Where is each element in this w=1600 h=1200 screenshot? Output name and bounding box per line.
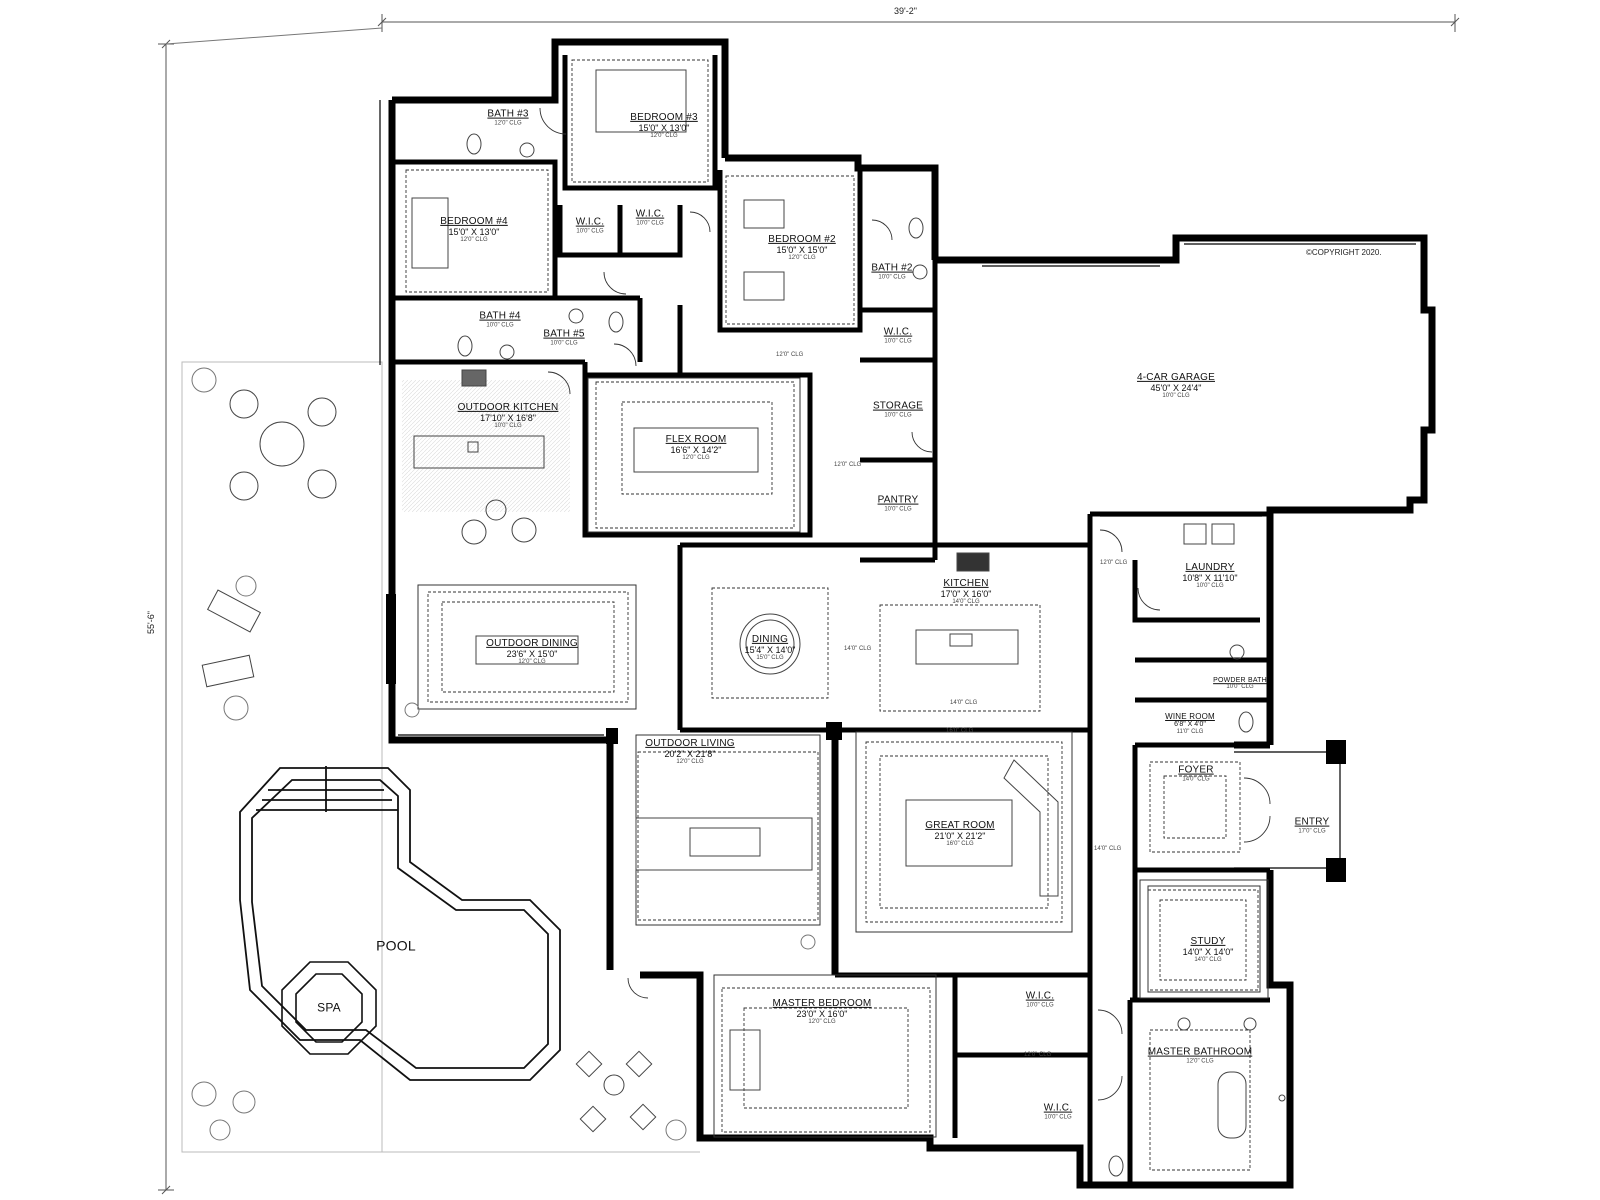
dimension-lines <box>158 14 1460 1195</box>
overall-depth-dimension: 55'-6" <box>146 611 156 634</box>
copyright-text: ©COPYRIGHT 2020. <box>1306 248 1382 257</box>
plant-symbols <box>191 367 816 1141</box>
room-label-pool: POOL <box>376 937 416 954</box>
spa-outline <box>281 961 377 1055</box>
interior-walls <box>392 55 1270 1185</box>
ceiling-note-hall-upper: 12'0" CLG <box>776 352 804 358</box>
room-label-wic3: W.I.C.10'0" CLG <box>883 326 913 345</box>
pool-outline <box>239 766 561 1081</box>
furniture <box>201 69 1286 1177</box>
tray-ceilings <box>405 59 1259 1171</box>
ceiling-note-great-upper: 16'0" CLG <box>946 728 974 734</box>
door-swings <box>539 107 1271 1101</box>
room-label-wic2: W.I.C.10'0" CLG <box>635 208 665 227</box>
ceiling-note-hall-dining: 14'0" CLG <box>844 646 872 652</box>
ceiling-note-hall-laundry: 12'0" CLG <box>1100 560 1128 566</box>
ceiling-note-hall-gallery: 14'0" CLG <box>1094 846 1122 852</box>
ceiling-note-kitchen-lower: 14'0" CLG <box>950 700 978 706</box>
overall-width-dimension: 39'-2" <box>894 6 917 16</box>
patio-slab-hatch <box>402 380 570 512</box>
ceiling-note-hall-mid: 12'0" CLG <box>834 462 862 468</box>
exterior-walls <box>388 38 1436 1189</box>
room-label-wic1: W.I.C.10'0" CLG <box>575 216 605 235</box>
window-lines <box>379 100 1416 869</box>
ceiling-note-hall-master: 12'0" CLG <box>1024 1052 1052 1058</box>
room-label-wic4: W.I.C.10'0" CLG <box>1025 990 1055 1009</box>
tray-ceiling-solids <box>417 377 1269 1138</box>
entry-columns <box>386 594 1346 882</box>
pool-deck-outline <box>181 361 383 1153</box>
room-label-spa: SPA <box>317 1000 341 1015</box>
room-label-wic5: W.I.C.10'0" CLG <box>1043 1102 1073 1121</box>
